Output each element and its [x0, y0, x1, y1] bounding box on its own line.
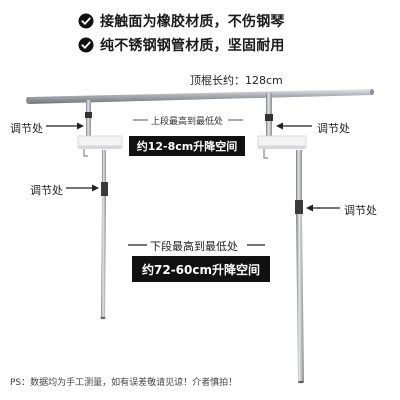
check-circle-icon: [78, 13, 94, 29]
left-upper-post: [85, 100, 92, 138]
top-bar: [26, 89, 374, 104]
right-pad-clip: [263, 149, 268, 159]
arrow-upper-left: [46, 122, 84, 130]
top-bar-length-label: 顶棍长约：128cm: [190, 74, 283, 87]
feature-text-1: 接触面为橡胶材质，不伤钢琴: [100, 14, 285, 30]
arrow-lower-left: [66, 184, 99, 192]
left-long-leg: [100, 150, 108, 320]
upper-range-box: 约12-8cm升降空间: [129, 136, 245, 156]
left-pad-clip: [83, 149, 88, 157]
adjust-tag-lower-left: 调节处: [30, 184, 63, 197]
right-upper-post: [265, 93, 273, 137]
adjust-tag-upper-left: 调节处: [10, 122, 43, 135]
left-rubber-pad: [77, 135, 123, 157]
upper-range-label: 上段最高到最低处: [151, 117, 224, 127]
left-upper-knob: [85, 112, 92, 118]
arrow-lower-right: [306, 204, 340, 212]
right-upper-knob: [265, 114, 273, 121]
right-long-leg: [295, 150, 304, 384]
right-leg-lock: [295, 200, 303, 214]
top-bar-left-end: [26, 97, 30, 104]
adjust-tag-upper-right: 调节处: [317, 122, 350, 135]
lower-range-label: 下段最高到最低处: [150, 240, 238, 253]
feature-headline: 接触面为橡胶材质，不伤钢琴 纯不锈钢钢管材质，坚固耐用: [78, 11, 378, 59]
lower-range-box: 约72-60cm升降空间: [132, 256, 270, 282]
left-leg-lock: [101, 182, 108, 196]
right-rubber-pad: [257, 135, 307, 159]
top-bar-right-end: [370, 89, 374, 95]
measurement-footnote: PS：数据均为手工测量，如有误差敬请见谅！介者慎拍！: [10, 378, 238, 388]
arrow-upper-right: [276, 122, 312, 130]
check-circle-icon: [78, 37, 94, 53]
feature-line-1: 接触面为橡胶材质，不伤钢琴: [78, 11, 378, 31]
adjust-tag-lower-right: 调节处: [344, 204, 377, 217]
feature-text-2: 纯不锈钢钢管材质，坚固耐用: [100, 38, 285, 54]
feature-line-2: 纯不锈钢钢管材质，坚固耐用: [78, 35, 378, 55]
